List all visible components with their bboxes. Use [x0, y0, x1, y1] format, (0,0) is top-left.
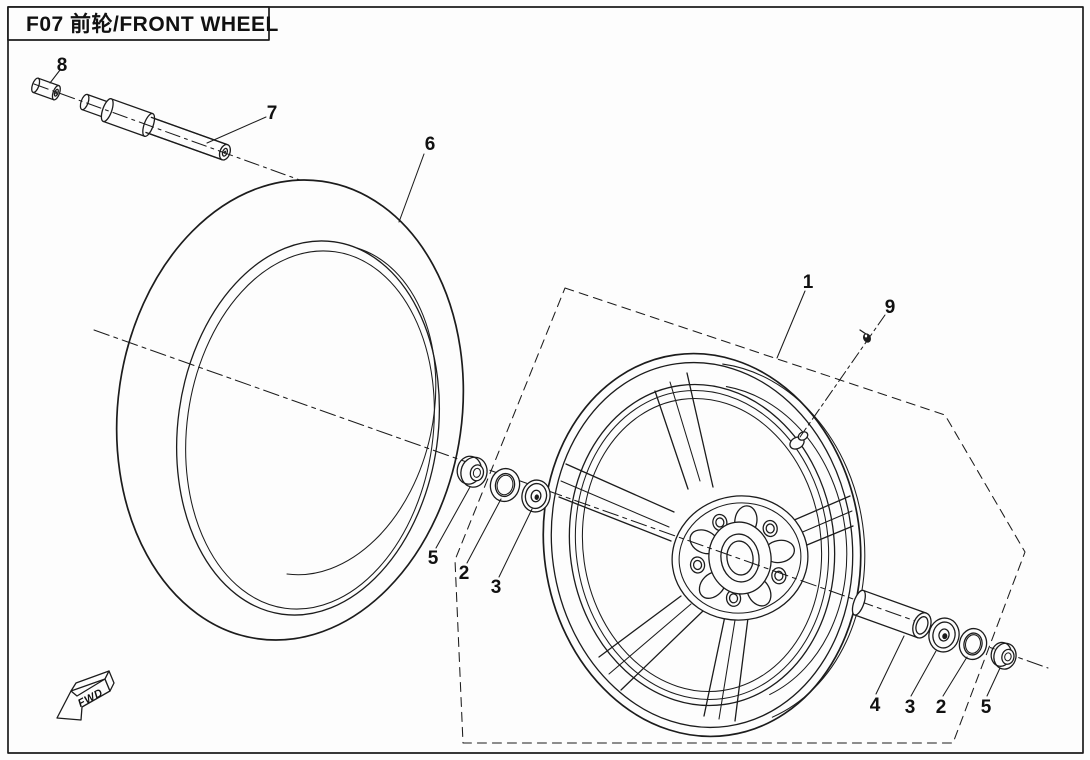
part-callout-5-left: 5 — [428, 548, 439, 569]
leader-5-left — [435, 486, 471, 549]
part-callout-6: 6 — [425, 134, 436, 155]
leader-lines — [49, 69, 1001, 697]
axle-axis-line — [33, 83, 334, 193]
seal-left — [489, 467, 521, 503]
fwd-arrow: FWD — [56, 670, 115, 721]
leader-2-right — [942, 656, 968, 697]
part-callout-9: 9 — [885, 297, 896, 318]
tire — [115, 179, 465, 641]
part-callout-3-right: 3 — [905, 697, 916, 718]
spacer-tube — [851, 589, 932, 639]
axle-shaft — [79, 93, 232, 161]
valve-stem — [789, 431, 809, 450]
part-callout-4: 4 — [870, 695, 881, 716]
page-title: F07 前轮/FRONT WHEEL — [26, 12, 279, 36]
leader-2-left — [466, 498, 502, 564]
part-callout-8: 8 — [57, 55, 68, 76]
bearing-left — [521, 479, 551, 513]
leader-7 — [206, 116, 267, 144]
leader-9 — [799, 314, 886, 438]
part-callout-5-right: 5 — [981, 697, 992, 718]
leader-6 — [398, 153, 425, 223]
leader-8 — [49, 69, 61, 84]
bearing-right — [928, 617, 960, 653]
title-box — [7, 6, 270, 41]
leader-5-right — [986, 667, 1001, 697]
part-callout-2-right: 2 — [936, 697, 947, 718]
part-callout-3-left: 3 — [491, 577, 502, 598]
leader-3-right — [910, 650, 937, 697]
wheel-hub — [671, 495, 809, 621]
collar-left — [456, 455, 488, 488]
part-callout-2-left: 2 — [459, 563, 470, 584]
part-callout-7: 7 — [267, 103, 278, 124]
leader-1 — [776, 290, 806, 359]
collar-right — [990, 641, 1017, 670]
tire-far-bead-arc — [286, 247, 437, 576]
leader-3-left — [498, 508, 533, 578]
balance-weight — [859, 329, 871, 343]
axle-end-cap — [31, 77, 61, 101]
leader-4 — [875, 635, 905, 695]
part-callout-1: 1 — [803, 272, 814, 293]
page-border — [7, 6, 1084, 754]
seal-right — [958, 627, 988, 661]
center-axis-line — [93, 329, 1049, 669]
